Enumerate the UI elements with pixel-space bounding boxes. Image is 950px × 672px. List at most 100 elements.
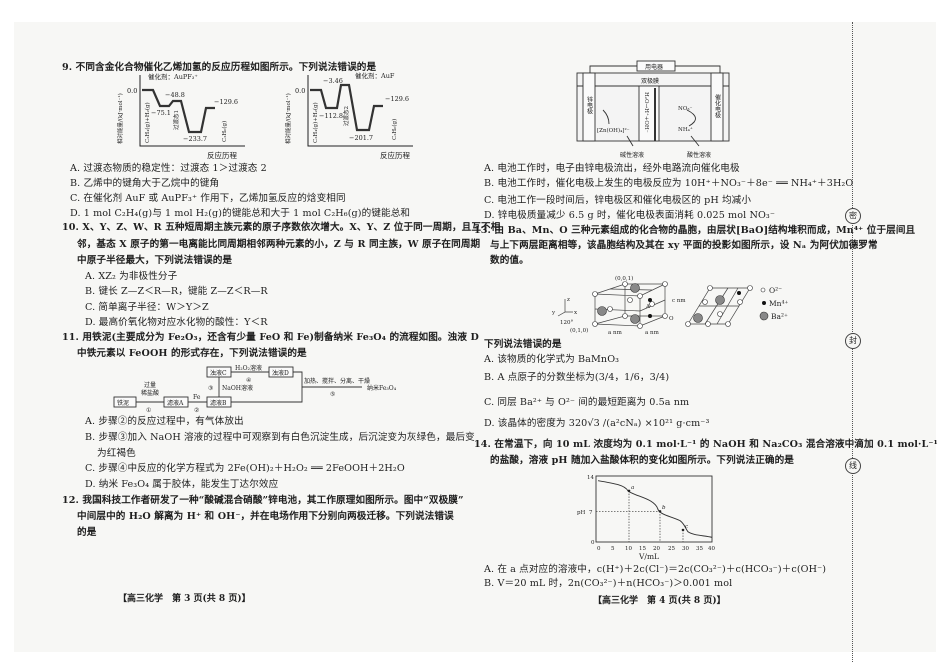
q12-stem-1: 12. 我国科技工作者研发了一种“酸碱混合硝酸”锌电池，其工作原理如图所示。图中…	[62, 495, 464, 506]
seal-feng: 封	[845, 333, 861, 349]
q14-stem-1: 14. 在常温下，向 10 mL 浓度均为 0.1 mol·L⁻¹ 的 NaOH…	[474, 439, 938, 450]
water-dissociation-label: H₂O→H⁺+OH⁻	[643, 92, 649, 133]
fig2-xlabel: 反应历程	[380, 150, 410, 160]
q11-option-c[interactable]: C. 步骤④中反应的化学方程式为 2Fe(OH)₂＋H₂O₂ ══ 2FeOOH…	[85, 463, 405, 474]
q12-stem-2: 中间层中的 H₂O 解离为 H⁺ 和 OH⁻，并在电场作用下分别向两极迁移。下列…	[77, 511, 454, 522]
flow-node-2: 滤液A	[167, 399, 184, 407]
flow-step5-top: 加热、搅拌、分离、干燥	[304, 377, 370, 385]
x-tick-10: 10	[625, 546, 632, 552]
x-tick-5: 5	[611, 546, 615, 552]
legend-manganese: Mn⁴⁺	[769, 299, 789, 308]
fig2-v1: −112.8	[319, 112, 343, 120]
fig1-product: C₂H₆(g)	[221, 121, 228, 142]
point-o-label: O	[669, 316, 674, 322]
q13-option-b[interactable]: B. A 点原子的分数坐标为(3/4，1/6，3/4)	[484, 372, 670, 383]
axis-x-label: x	[574, 310, 578, 316]
fig1-product-val: −129.6	[214, 98, 238, 106]
fig2-start: 0.0	[295, 87, 305, 95]
fig1-v1: −75.1	[151, 109, 171, 117]
fig1-reactant: C₂H₄(g)+H₂(g)	[144, 102, 151, 143]
q9-energy-diagrams: 催化剂：AuPF₃⁺ 0.0 −75.1 −48.8 −233.7 −129.6…	[116, 71, 413, 160]
q10-option-b[interactable]: B. 键长 Z—Z＜R—R，键能 Z—Z＜R—R	[85, 286, 268, 297]
legend-oxide: O²⁻	[769, 286, 782, 295]
q13-option-d[interactable]: D. 该晶体的密度为 320√3 /(a²cNₐ) ×10²¹ g·cm⁻³	[484, 418, 710, 429]
alkaline-solution-label: 碱性溶液	[620, 151, 644, 159]
q9-option-c[interactable]: C. 在催化剂 AuF 或 AuPF₃⁺ 作用下，乙烯加氢反应的焓变相同	[70, 193, 346, 204]
x-tick-30: 30	[682, 546, 689, 552]
q14-option-a[interactable]: A. 在 a 点对应的溶液中，c(H⁺)＋2c(Cl⁻)＝2c(CO₃²⁻)＋c…	[484, 564, 827, 575]
flow-step1-mid: 稀盐酸	[141, 389, 159, 397]
x-tick-0: 0	[597, 546, 601, 552]
x-tick-15: 15	[639, 546, 646, 552]
seal-mi: 密	[845, 208, 861, 224]
q11-option-d[interactable]: D. 纳米 Fe₃O₄ 属于胶体，能发生丁达尔效应	[85, 479, 279, 490]
seal-xian: 线	[845, 458, 861, 474]
q11-stem-1: 11. 用铁泥(主要成分为 Fe₂O₃，还含有少量 FeO 和 Fe)制备纳米 …	[62, 332, 479, 343]
q14-ph-curve: 14 7 pH 0 0 5 10 15 20 25 30 35 40 V/mL …	[577, 475, 715, 561]
fig2-title: 催化剂：AuF	[355, 71, 395, 80]
q13-crystal-figure: (0,0,1) (0,1,0) A O c nm a nm a nm z x y…	[551, 275, 789, 336]
flow-step2: ②	[194, 407, 199, 414]
q10-option-c[interactable]: C. 简单离子半径：W＞Y＞Z	[85, 302, 209, 313]
fig1-ylabel: 相对能量/(kJ·mol⁻¹)	[116, 93, 124, 144]
q10-stem-2: 邻，基态 X 原子的第一电离能比同周期相邻两种元素的小，Z 与 R 同主族，W …	[77, 239, 481, 250]
coord-bottom-label: (0,1,0)	[570, 327, 588, 334]
acidic-solution-label: 酸性溶液	[687, 151, 711, 159]
fig2-product-val: −129.6	[385, 95, 409, 103]
q9-option-b[interactable]: B. 乙烯中的键角大于乙烷中的键角	[70, 178, 220, 189]
flow-node-4: 浊液C	[210, 369, 227, 377]
q13-option-c[interactable]: C. 同层 Ba²⁺ 与 O²⁻ 间的最短距离为 0.5a nm	[484, 397, 690, 408]
fig2-product: C₂H₆(g)	[391, 119, 398, 140]
fig1-xlabel: 反应历程	[207, 150, 237, 160]
fig1-title: 催化剂：AuPF₃⁺	[148, 72, 198, 81]
x-axis-label: V/mL	[638, 552, 659, 561]
q11-stem-2: 中铁元素以 FeOOH 的形式存在，下列说法错误的是	[77, 348, 307, 359]
q12-battery-diagram: 用电器 双极膜 锌电极 催化电极 [Zn(OH)₄]²⁻ H₂O→H⁺+OH⁻ …	[576, 60, 730, 159]
flow-step2-top: Fe	[193, 394, 201, 401]
q12-option-c[interactable]: C. 电池工作一段时间后，锌电极区和催化电极区的 pH 均减小	[484, 195, 752, 206]
angle-label: 120°	[560, 320, 573, 326]
flow-product: 纳米Fe₃O₄	[367, 384, 397, 392]
flow-step1: ①	[146, 407, 151, 414]
point-a: a	[631, 485, 634, 491]
axis-z-label: z	[567, 297, 570, 303]
fig2-ylabel: 相对能量/(kJ·mol⁻¹)	[284, 93, 292, 144]
q12-option-b[interactable]: B. 电池工作时，催化电极上发生的电极反应为 10H⁺＋NO₃⁻＋8e⁻ ══ …	[484, 178, 854, 189]
y-tick-7: 7	[589, 510, 593, 516]
q9-stem: 9. 不同含金化合物催化乙烯加氢的反应历程如图所示。下列说法错误的是	[62, 62, 377, 73]
q11-flowchart: 铁泥 滤液A 滤液B 浊液C 浊液D 过量 稀盐酸 ① Fe ② ③ NaOH溶…	[113, 364, 397, 414]
fig2-ts: −3.46	[323, 77, 343, 85]
q9-option-d[interactable]: D. 1 mol C₂H₄(g)与 1 mol H₂(g)的键能总和大于 1 m…	[70, 208, 411, 219]
q10-option-d[interactable]: D. 最高价氧化物对应水化物的酸性：Y＜R	[85, 317, 268, 328]
flow-step4: ④	[246, 377, 251, 384]
q14-option-b[interactable]: B. V＝20 mL 时，2n(CO₃²⁻)＋n(HCO₃⁻)＞0.001 mo…	[484, 578, 733, 589]
fig2-v2: −201.7	[349, 134, 373, 142]
fig2-ts-label: 过渡态2	[342, 106, 350, 126]
q11-option-b-cont: 为红褐色	[97, 448, 136, 459]
zincate-label: [Zn(OH)₄]²⁻	[597, 127, 630, 134]
q10-option-a[interactable]: A. XZ₂ 为非极性分子	[85, 271, 178, 282]
q11-option-b[interactable]: B. 步骤③加入 NaOH 溶液的过程中可观察到有白色沉淀生成，后沉淀变为灰绿色…	[85, 432, 475, 443]
q13-subquestion: 下列说法错误的是	[484, 339, 562, 350]
membrane-label: 双极膜	[641, 77, 659, 85]
nitrate-label: NO₃⁻	[678, 106, 693, 112]
y-tick-0: 0	[591, 540, 595, 546]
q9-option-a[interactable]: A. 过渡态物质的稳定性：过渡态 1＞过渡态 2	[70, 163, 267, 174]
q11-option-a[interactable]: A. 步骤②的反应过程中，有气体放出	[85, 416, 244, 427]
q12-option-a[interactable]: A. 电池工作时，电子由锌电极流出，经外电路流向催化电极	[484, 163, 740, 174]
flow-step5: ⑤	[330, 391, 335, 398]
legend-barium: Ba²⁺	[771, 312, 788, 321]
y-axis-label: pH	[577, 510, 586, 516]
flow-step3-label: NaOH溶液	[222, 384, 253, 392]
point-a-label: A	[645, 304, 651, 310]
x-tick-35: 35	[696, 546, 703, 552]
a-length-label-2: a nm	[645, 330, 660, 336]
fig1-v2: −233.7	[183, 135, 207, 143]
flow-node-3: 滤液B	[210, 399, 227, 407]
ammonium-label: NH₄⁺	[678, 127, 693, 133]
q13-stem-2: 与上下两层距离相等，该晶胞结构及其在 xy 平面的投影如图所示，设 Nₐ 为阿伏…	[490, 240, 878, 251]
q13-option-a[interactable]: A. 该物质的化学式为 BaMnO₃	[484, 354, 620, 365]
q12-option-d[interactable]: D. 锌电极质量减少 6.5 g 时，催化电极表面消耗 0.025 mol NO…	[484, 210, 776, 221]
fig1-ts: −48.8	[165, 91, 185, 99]
a-length-label-1: a nm	[608, 330, 623, 336]
